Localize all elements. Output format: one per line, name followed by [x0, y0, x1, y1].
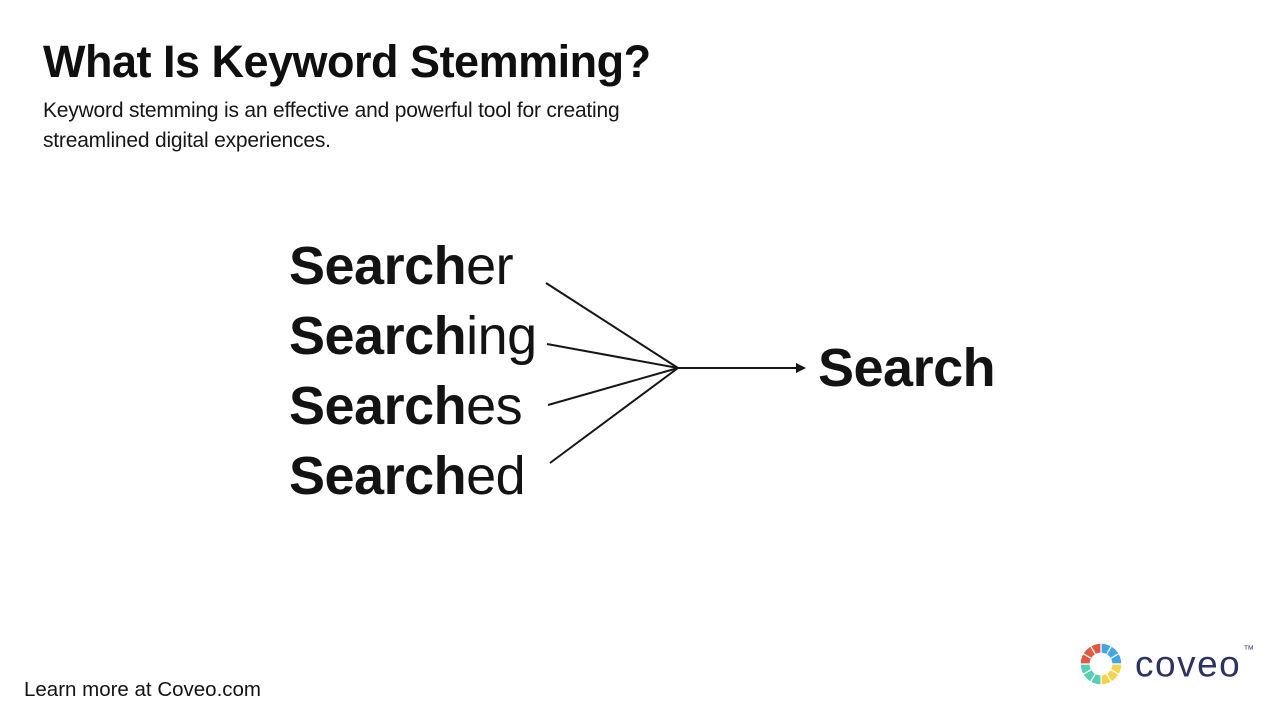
- word-suffix: ed: [466, 446, 526, 506]
- page-title: What Is Keyword Stemming?: [43, 36, 651, 87]
- stem-line-4: [549, 367, 679, 464]
- word-stem: Search: [289, 446, 467, 506]
- word-stem: Search: [289, 376, 467, 436]
- result-word: Search: [818, 338, 996, 398]
- coveo-logo-icon: [1079, 642, 1123, 686]
- coveo-wordmark-text: coveo: [1135, 643, 1242, 685]
- word-variant-searching: Searching: [289, 301, 537, 371]
- word-variant-searches: Searches: [289, 371, 537, 441]
- stem-line-2: [546, 343, 679, 369]
- trademark-symbol: ™: [1243, 644, 1255, 656]
- word-variant-list: Searcher Searching Searches Searched: [289, 231, 537, 511]
- word-stem: Search: [289, 306, 467, 366]
- stem-line-1: [545, 282, 679, 369]
- word-suffix: ing: [466, 306, 537, 366]
- word-suffix: es: [466, 376, 523, 436]
- stem-line-3: [547, 367, 679, 406]
- word-stem: Search: [289, 236, 467, 296]
- word-variant-searched: Searched: [289, 441, 537, 511]
- convergence-lines-graphic: [545, 282, 806, 464]
- page-subtitle: Keyword stemming is an effective and pow…: [43, 99, 620, 152]
- learn-more-text: Learn more at Coveo.com: [24, 678, 262, 701]
- result-arrow-head: [796, 363, 806, 373]
- word-variant-searcher: Searcher: [289, 231, 537, 301]
- word-suffix: er: [466, 236, 514, 296]
